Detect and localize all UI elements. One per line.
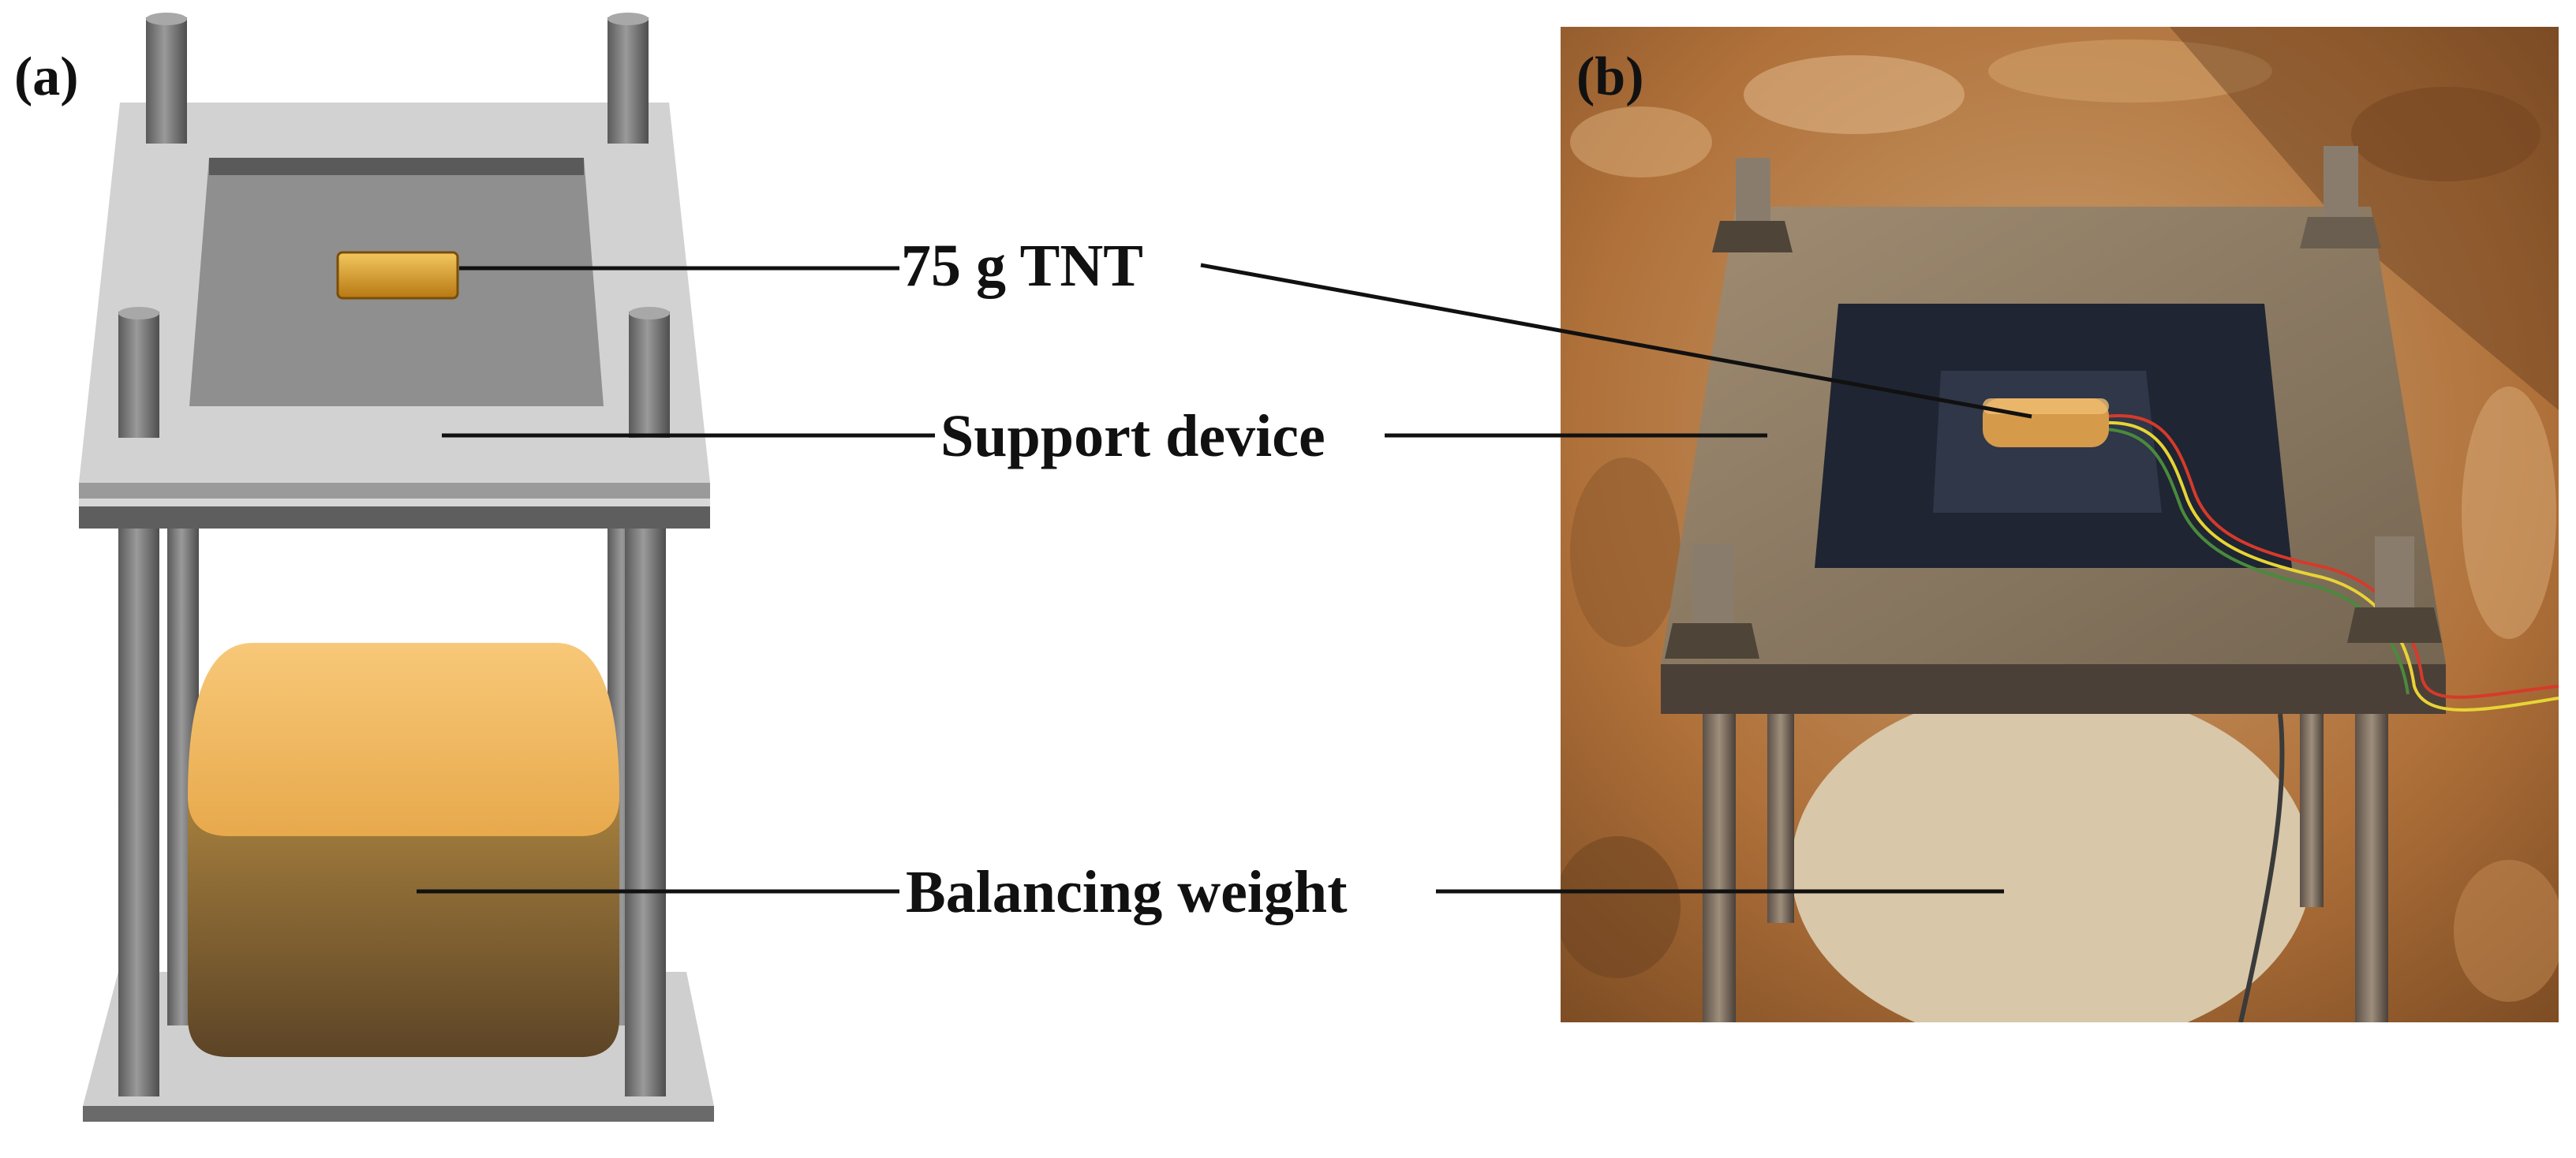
annotations: (a) (b) 75 g TNT Support device Balancin… [14, 47, 2032, 925]
photo-bolts [1665, 146, 2442, 659]
balancing-weight-block [188, 643, 619, 1057]
panel-label-a: (a) [14, 47, 79, 107]
label-support: Support device [940, 403, 1325, 469]
photo-rods [1703, 686, 2388, 1022]
photo-panel [1561, 27, 2559, 1022]
label-weight: Balancing weight [906, 859, 1348, 925]
schematic-panel [79, 13, 714, 1122]
soil-pit [1791, 686, 2312, 1022]
photo-support-plate [1661, 207, 2446, 714]
photo-tnt-charge [1983, 398, 2109, 447]
soil-texture [1561, 39, 2559, 1002]
panel-label-b: (b) [1576, 47, 1644, 107]
tnt-charge [336, 251, 459, 300]
label-tnt: 75 g TNT [901, 233, 1143, 299]
rod-tops [118, 13, 670, 438]
leader-tnt-right [1200, 263, 2032, 419]
front-rods [118, 521, 666, 1096]
support-plate [79, 103, 710, 529]
ground-cable [2238, 713, 2285, 1022]
